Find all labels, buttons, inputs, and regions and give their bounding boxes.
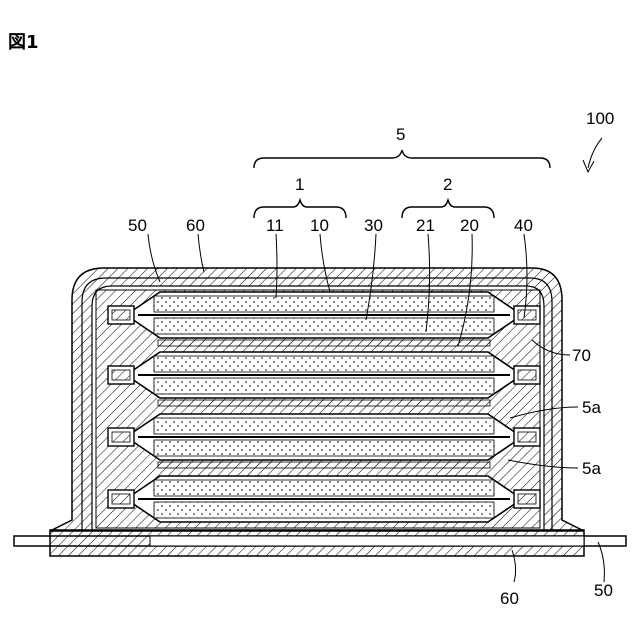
label-50-top: 50 [128, 216, 147, 235]
label-60-bottom: 60 [500, 589, 519, 608]
leader-100-arrow [588, 138, 602, 168]
leader-50-bottom [598, 542, 604, 582]
cell-3-tab-left-core [112, 432, 130, 442]
label-100: 100 [586, 109, 614, 128]
cell-3-active-upper [154, 418, 494, 434]
cell-2-active-upper [154, 356, 494, 372]
cell-1-tab-right-core [518, 310, 536, 320]
cell-2-tab-left-core [112, 370, 130, 380]
cell-3-tab-right-core [518, 432, 536, 442]
cell-4-tab-left-core [112, 494, 130, 504]
cell-1-active-lower [154, 318, 494, 334]
cell-1-active-upper [154, 296, 494, 312]
cell-2-collector-band [158, 400, 490, 406]
leader-11 [276, 234, 277, 298]
base-plates [14, 530, 626, 556]
label-40: 40 [514, 216, 533, 235]
label-5a-lower: 5a [582, 459, 601, 478]
cell-4-active-upper [154, 480, 494, 496]
label-21: 21 [416, 216, 435, 235]
label-1: 1 [295, 175, 304, 194]
cell-3-collector-band [158, 462, 490, 468]
cell-1-tab-left-core [112, 310, 130, 320]
cell-4-tab-right-core [518, 494, 536, 504]
label-50-bottom: 50 [594, 581, 613, 600]
label-60-top: 60 [186, 216, 205, 235]
label-5a-upper: 5a [582, 398, 601, 417]
cell-2-tab-right-core [518, 370, 536, 380]
leader-60-top [198, 234, 204, 272]
cell-3-active-lower [154, 440, 494, 456]
cell-4-active-lower [154, 502, 494, 518]
label-30: 30 [364, 216, 383, 235]
label-10: 10 [310, 216, 329, 235]
cell-2-active-lower [154, 378, 494, 394]
label-20: 20 [460, 216, 479, 235]
brace-5 [254, 150, 550, 168]
base-plate-60-inner [150, 536, 584, 546]
label-5: 5 [396, 125, 405, 144]
label-11: 11 [266, 216, 284, 235]
label-2: 2 [443, 175, 452, 194]
figure-title: 図1 [8, 32, 39, 53]
label-70: 70 [572, 346, 591, 365]
cell-1-collector-band [158, 340, 490, 346]
